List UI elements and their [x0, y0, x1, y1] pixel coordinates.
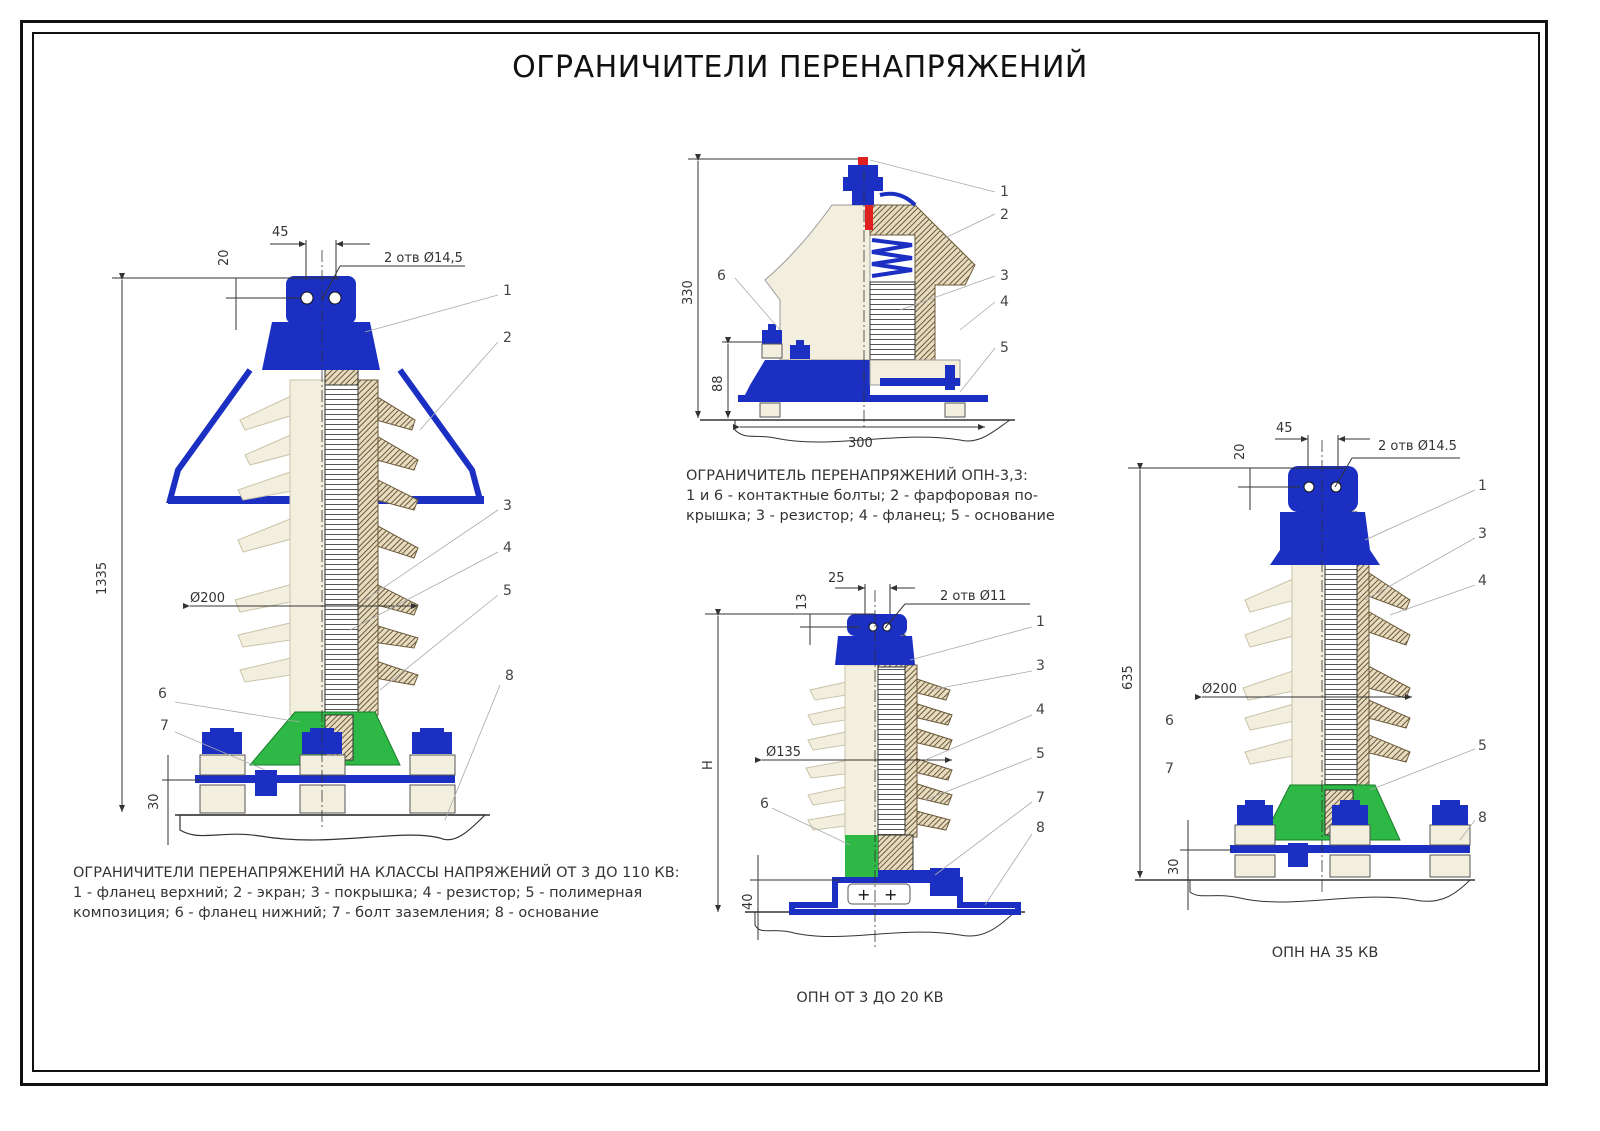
opn20-dim-diameter: Ø135	[766, 745, 801, 760]
opn20-dim-40: 40	[741, 893, 756, 910]
inner-frame	[32, 32, 1540, 1072]
opn20-dim-holes: 2 отв Ø11	[940, 589, 1007, 604]
opn33-arrester: 330 88 300 1 2 3 4 5 6	[681, 154, 1015, 451]
opn33-num-1: 1	[1000, 184, 1009, 200]
opn35-caption: ОПН НА 35 КВ	[1271, 945, 1379, 961]
left-arrester: 45 20 2 отв Ø14,5 1335 Ø200 30 1 2 3 4 5…	[95, 225, 514, 845]
opn35-dim-45: 45	[1276, 421, 1293, 436]
left-dim-30: 30	[147, 793, 162, 810]
opn20-dim-25: 25	[828, 571, 845, 586]
opn33-caption-line-2: 1 и 6 - контактные болты; 2 - фарфоровая…	[686, 488, 1038, 504]
opn35-num-5: 5	[1478, 738, 1487, 754]
left-dim-diameter: Ø200	[190, 591, 225, 606]
left-dim-1335: 1335	[95, 562, 110, 595]
opn35-num-3: 3	[1478, 526, 1487, 542]
opn33-dim-300: 300	[848, 436, 873, 451]
opn35-num-6: 6	[1165, 713, 1174, 729]
opn20-num-8: 8	[1036, 820, 1045, 836]
opn35-dim-diameter: Ø200	[1202, 682, 1237, 697]
opn35-dim-635: 635	[1121, 665, 1136, 690]
opn35-num-4: 4	[1478, 573, 1487, 589]
left-num-1: 1	[503, 283, 512, 299]
opn35-dim-20: 20	[1233, 443, 1248, 460]
opn35-arrester: 45 20 2 отв Ø14.5 635 Ø200 30 1 3 4 5 6 …	[1121, 421, 1487, 910]
opn33-caption-line-3: крышка; 3 - резистор; 4 - фланец; 5 - ос…	[686, 508, 1055, 524]
left-num-3: 3	[503, 498, 512, 514]
left-dim-holes: 2 отв Ø14,5	[384, 251, 463, 266]
opn20-num-4: 4	[1036, 702, 1045, 718]
opn33-caption: ОГРАНИЧИТЕЛЬ ПЕРЕНАПРЯЖЕНИЙ ОПН-3,3: 1 и…	[686, 466, 1055, 526]
opn35-num-8: 8	[1478, 810, 1487, 826]
left-num-4: 4	[503, 540, 512, 556]
opn33-dim-88: 88	[711, 375, 726, 392]
left-num-6: 6	[158, 686, 167, 702]
opn33-num-2: 2	[1000, 207, 1009, 223]
left-num-2: 2	[503, 330, 512, 346]
opn20-num-3: 3	[1036, 658, 1045, 674]
opn35-dim-holes: 2 отв Ø14.5	[1378, 439, 1457, 454]
opn35-num-1: 1	[1478, 478, 1487, 494]
left-dim-20: 20	[217, 249, 232, 266]
outer-frame	[20, 20, 1548, 1086]
opn33-num-3: 3	[1000, 268, 1009, 284]
opn20-num-7: 7	[1036, 790, 1045, 806]
left-caption-line-2: 1 - фланец верхний; 2 - экран; 3 - покры…	[73, 885, 643, 901]
page-title: ОГРАНИЧИТЕЛИ ПЕРЕНАПРЯЖЕНИЙ	[512, 50, 1088, 85]
opn20-caption: ОПН ОТ 3 ДО 20 КВ	[796, 990, 944, 1006]
opn20-num-1: 1	[1036, 614, 1045, 630]
opn20-dim-13: 13	[795, 593, 810, 610]
opn20-plus-right: +	[884, 885, 897, 904]
opn20-num-5: 5	[1036, 746, 1045, 762]
opn33-num-6: 6	[717, 268, 726, 284]
left-caption-line-3: композиция; 6 - фланец нижний; 7 - болт …	[73, 905, 599, 921]
left-num-5: 5	[503, 583, 512, 599]
opn33-dim-330: 330	[681, 280, 696, 305]
left-dim-45: 45	[272, 225, 289, 240]
opn33-num-5: 5	[1000, 340, 1009, 356]
opn33-caption-line-1: ОГРАНИЧИТЕЛЬ ПЕРЕНАПРЯЖЕНИЙ ОПН-3,3:	[686, 468, 1028, 484]
opn35-dim-30: 30	[1167, 858, 1182, 875]
opn33-num-4: 4	[1000, 294, 1009, 310]
opn20-arrester: + + 25 13 2 отв Ø11 H Ø135 40 1	[701, 571, 1045, 950]
opn35-num-7: 7	[1165, 761, 1174, 777]
left-caption-line-1: ОГРАНИЧИТЕЛИ ПЕРЕНАПРЯЖЕНИЙ НА КЛАССЫ НА…	[73, 865, 680, 881]
left-arrester-caption: ОГРАНИЧИТЕЛИ ПЕРЕНАПРЯЖЕНИЙ НА КЛАССЫ НА…	[73, 863, 680, 923]
left-num-8: 8	[505, 668, 514, 684]
opn20-num-6: 6	[760, 796, 769, 812]
left-num-7: 7	[160, 718, 169, 734]
opn20-dim-h: H	[701, 760, 716, 770]
opn20-plus-left: +	[857, 885, 870, 904]
